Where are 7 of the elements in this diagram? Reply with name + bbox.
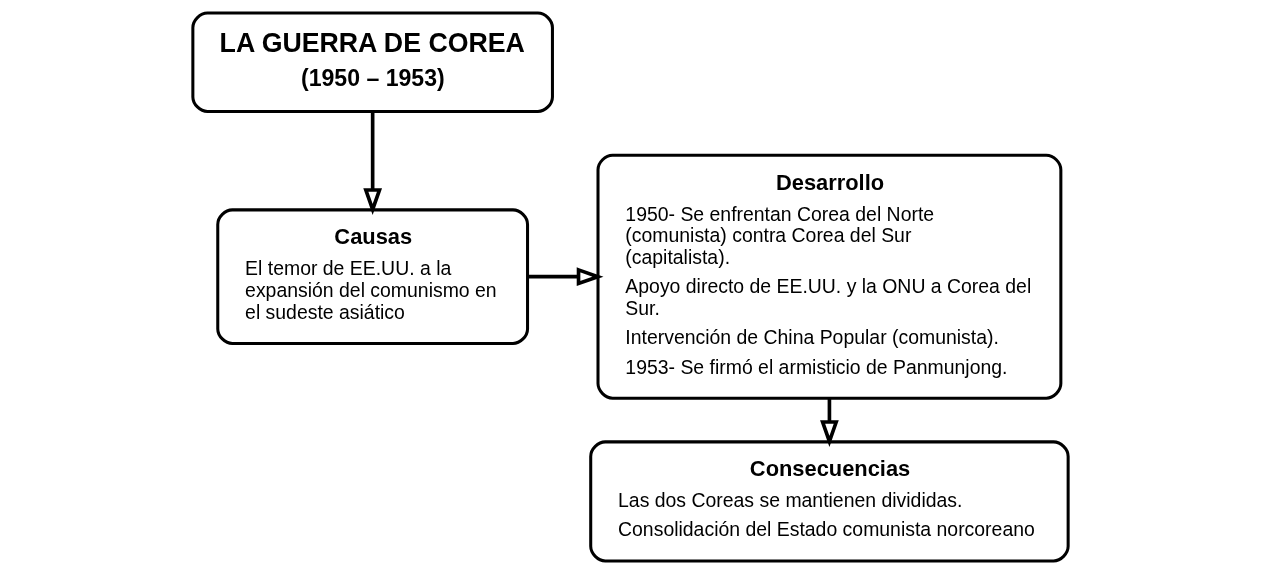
arrow: [820, 398, 839, 447]
node-box: Consecuencias Las dos Coreas se mantienen divididas. Consolidación del Estado comunista norcoreano: [589, 440, 1070, 563]
node-box: Desarrollo 1950- Se enfrentan Corea del Norte (comunista) contra Corea del Sur (capitalista). Apoyo directo de EE.UU. y la ONU a Corea del Sur. Intervención de China Popular (comunista). 1953- Se firmó el armisticio de Panmunjong.: [596, 153, 1063, 400]
arrow: [527, 267, 604, 287]
node-box: Causas El temor de EE.UU. a la expansión del comunismo en el sudeste asiático: [216, 208, 530, 345]
arrow: [363, 111, 383, 215]
node-box: LA GUERRA DE COREA (1950 – 1953): [191, 11, 554, 113]
